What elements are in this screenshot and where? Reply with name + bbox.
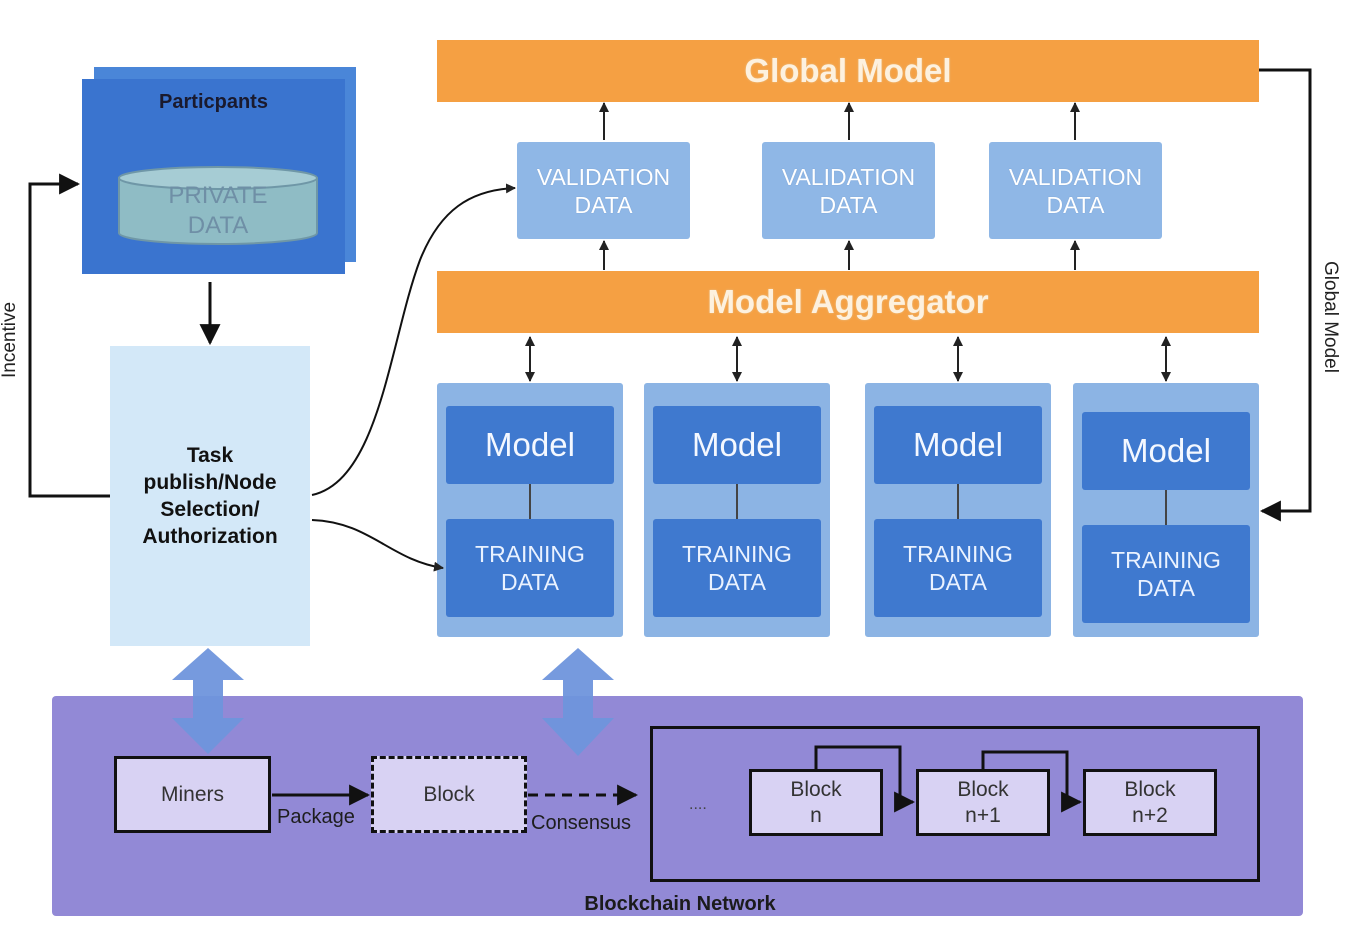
client-model-box: Model xyxy=(653,406,821,484)
global-model-title: Global Model xyxy=(744,52,952,89)
miners-label: Miners xyxy=(160,782,224,806)
client-model-label: Model xyxy=(692,426,782,463)
private-data-label: PRIVATE DATA xyxy=(168,182,268,239)
validation-label: VALIDATION DATA xyxy=(1008,163,1143,218)
client-model-box: Model xyxy=(446,406,614,484)
client-training-box: TRAINING DATA xyxy=(653,519,821,617)
validation-node-3: VALIDATION DATA xyxy=(989,142,1162,239)
chain-ellipsis: .... xyxy=(689,796,707,813)
client-model-label: Model xyxy=(485,426,575,463)
miners-box: Miners xyxy=(114,756,271,833)
client-training-box: TRAINING DATA xyxy=(446,519,614,617)
consensus-label: Consensus xyxy=(531,812,632,834)
client-training-label: TRAINING DATA xyxy=(1111,547,1221,601)
chain-block-n-plus-2: Block n+2 xyxy=(1083,769,1217,836)
candidate-block-box: Block xyxy=(371,756,527,833)
chain-block-n: Block n xyxy=(749,769,883,836)
blockchain-network-title: Blockchain Network xyxy=(584,892,776,915)
task-blockchain-double-arrow xyxy=(172,648,244,754)
client-training-label: TRAINING DATA xyxy=(903,541,1013,595)
client-model-label: Model xyxy=(913,426,1003,463)
client-training-label: TRAINING DATA xyxy=(682,541,792,595)
model-aggregator-bar: Model Aggregator xyxy=(437,271,1259,333)
client-model-box: Model xyxy=(1082,412,1250,490)
validation-label: VALIDATION DATA xyxy=(536,163,671,218)
candidate-block-label: Block xyxy=(423,782,475,806)
client-training-label: TRAINING DATA xyxy=(475,541,585,595)
chain-block-n-plus-1: Block n+1 xyxy=(916,769,1050,836)
ledger-container xyxy=(650,726,1260,882)
task-publish-box: Task publish/Node Selection/ Authorizati… xyxy=(110,346,310,646)
client-training-box: TRAINING DATA xyxy=(1082,525,1250,623)
validation-node-1: VALIDATION DATA xyxy=(517,142,690,239)
client-model-box: Model xyxy=(874,406,1042,484)
validation-node-2: VALIDATION DATA xyxy=(762,142,935,239)
participants-title: Particpants xyxy=(159,90,268,113)
clients-blockchain-double-arrow xyxy=(542,648,614,756)
package-label: Package xyxy=(277,806,355,828)
global-model-bar: Global Model xyxy=(437,40,1259,102)
task-publish-label: Task publish/Node Selection/ Authorizati… xyxy=(142,444,278,548)
model-aggregator-title: Model Aggregator xyxy=(707,283,989,320)
validation-label: VALIDATION DATA xyxy=(781,163,916,218)
client-training-box: TRAINING DATA xyxy=(874,519,1042,617)
client-model-label: Model xyxy=(1121,432,1211,469)
